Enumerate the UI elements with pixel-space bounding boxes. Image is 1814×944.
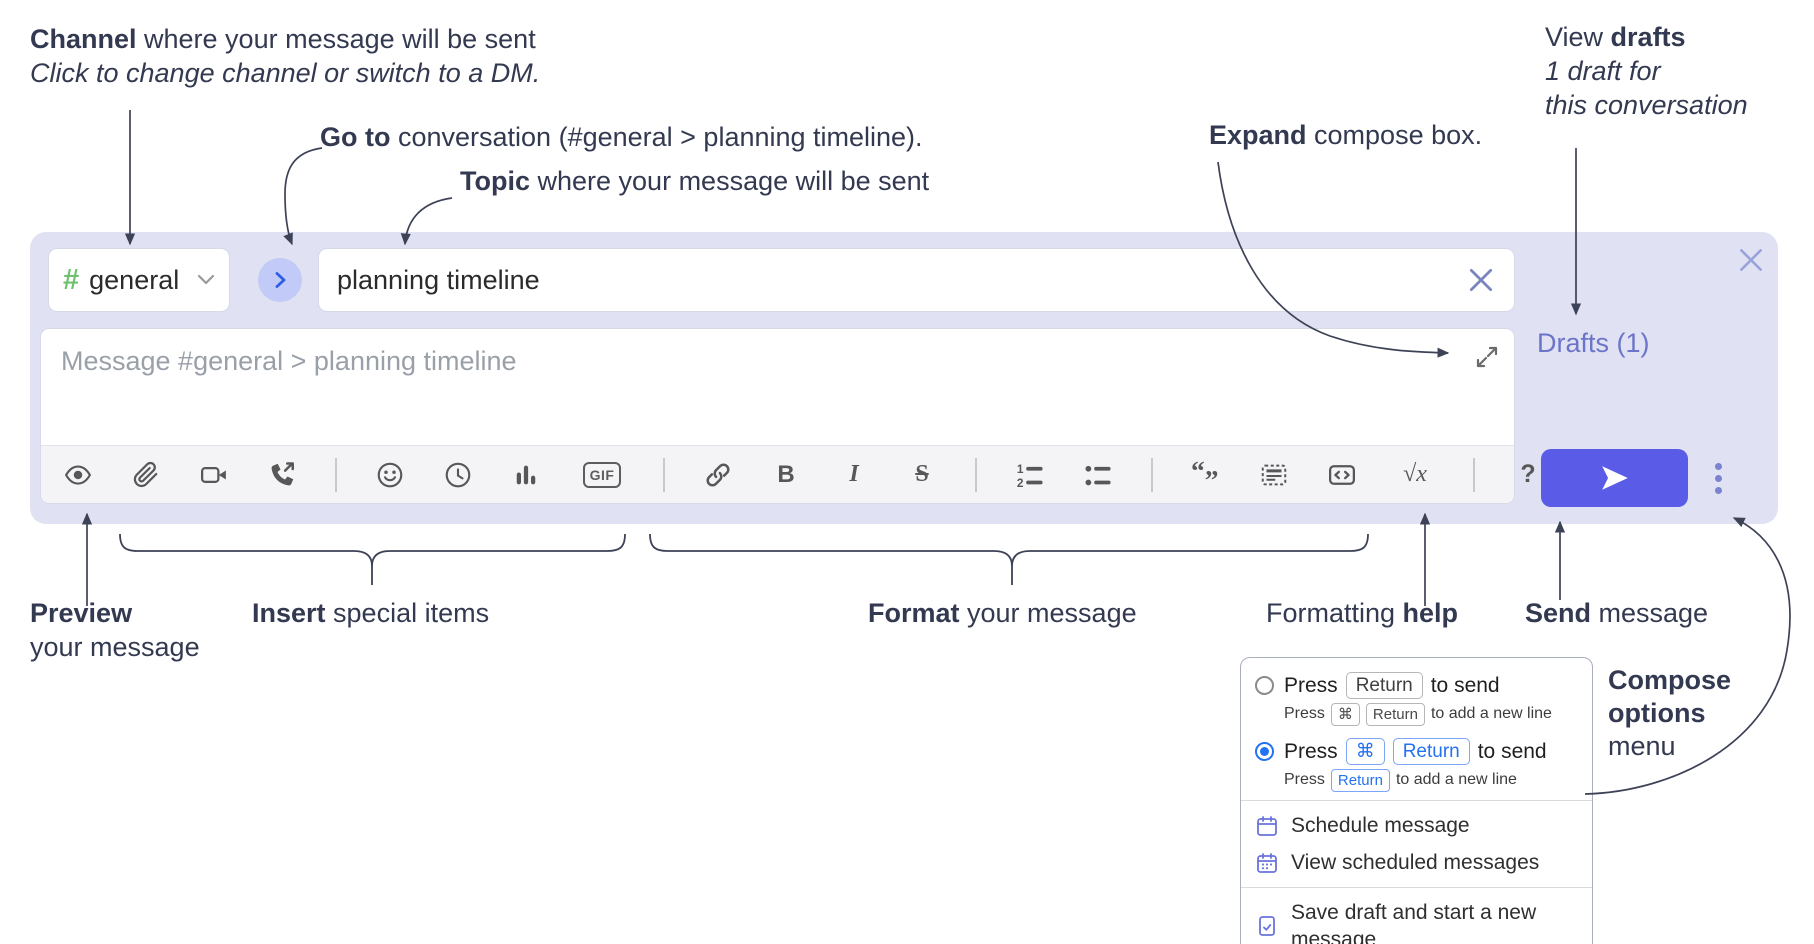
return-key-chip: Return [1392,738,1470,765]
chevron-down-icon [197,274,215,285]
annotation-compose-options: Compose options menu [1608,665,1732,761]
annotation-topic: Topic where your message will be sent [460,166,930,196]
menu-divider [1241,887,1592,888]
toolbar-divider [975,457,977,492]
compose-options-button[interactable] [1698,449,1738,507]
time-icon[interactable] [443,460,473,490]
menu-item-schedule-message[interactable]: Schedule message [1241,807,1592,844]
ellipsis-dot [1714,486,1722,494]
attach-paperclip-icon[interactable] [131,460,161,490]
draft-document-icon [1255,914,1279,938]
channel-selector[interactable]: # general [48,248,230,312]
italic-icon[interactable]: I [849,461,859,487]
link-icon[interactable] [703,460,733,490]
annotation-drafts: View drafts 1 draft for this conversatio… [1545,22,1748,120]
code-icon[interactable] [1327,460,1357,490]
arrow-goto [283,147,323,246]
spoiler-icon[interactable] [1259,460,1289,490]
channel-name: general [89,264,180,295]
gif-icon[interactable]: GIF [579,460,625,490]
annotation-channel-text: where your message will be sent [136,24,536,54]
annotation-goto: Go to conversation (#general > planning … [320,122,923,152]
toolbar-divider [663,457,665,492]
strikethrough-icon[interactable]: S [915,461,929,487]
calendar-icon [1255,814,1279,838]
send-button[interactable] [1541,449,1688,507]
channel-hash-icon: # [63,263,80,296]
quote-icon[interactable]: “” [1191,460,1221,490]
return-key-chip: Return [1330,768,1390,792]
send-shortcut-option-1[interactable]: Press Return to send Press ⌘ Return to a… [1241,672,1592,726]
menu-item-view-scheduled[interactable]: View scheduled messages [1241,844,1592,881]
cmd-key-chip: ⌘ [1345,738,1385,765]
ellipsis-dot [1714,462,1722,470]
formatting-help-icon[interactable]: ? [1520,460,1536,488]
svg-text:2: 2 [1017,475,1024,489]
svg-text:”: ” [1205,463,1219,489]
preview-eye-icon[interactable] [63,460,93,490]
drafts-link[interactable]: Drafts (1) [1537,328,1650,358]
send-shortcut-option-2[interactable]: Press ⌘ Return to send Press Return to a… [1241,738,1592,792]
return-key-chip: Return [1345,672,1423,699]
cmd-key-chip: ⌘ [1330,702,1360,726]
toolbar-divider [1473,457,1475,492]
annotation-send: Send message [1525,598,1709,628]
topic-input[interactable]: planning timeline [318,248,1515,312]
math-icon[interactable]: √x [1403,461,1427,487]
clear-topic-icon[interactable] [1466,265,1496,295]
topic-value: planning timeline [337,264,540,295]
annotation-channel: Channel where your message will be sent … [30,22,540,90]
close-compose-icon[interactable] [1736,245,1766,275]
annotation-preview: Preview your message [30,598,200,662]
poll-icon[interactable] [511,460,541,490]
chevron-right-icon [275,272,286,288]
audio-call-icon[interactable] [267,460,297,490]
annotation-channel-bold: Channel [30,24,137,54]
bulleted-list-icon[interactable] [1083,460,1113,490]
annotation-formatting-help: Formatting help [1266,598,1459,628]
bold-icon[interactable]: B [777,460,795,488]
video-call-icon[interactable] [199,460,229,490]
compose-box: # general planning timeline Message #gen… [30,232,1778,524]
menu-divider [1241,800,1592,801]
menu-item-save-draft[interactable]: Save draft and start a new message [1241,894,1592,944]
expand-compose-icon[interactable] [1474,344,1500,370]
annotation-insert: Insert special items [252,598,490,628]
emoji-icon[interactable] [375,460,405,490]
brace-format [649,533,1369,585]
compose-options-popup: Press Return to send Press ⌘ Return to a… [1240,657,1593,944]
send-icon [1601,466,1628,490]
go-to-conversation-button[interactable] [258,258,302,302]
return-key-chip: Return [1365,702,1425,726]
radio-selected[interactable] [1255,742,1274,761]
annotation-expand: Expand compose box. [1209,120,1483,150]
radio-unselected[interactable] [1255,676,1274,695]
annotation-channel-italic: Click to change channel or switch to a D… [30,58,541,88]
svg-text:1: 1 [1017,462,1024,476]
calendar-grid-icon [1255,851,1279,875]
message-placeholder: Message #general > planning timeline [61,346,517,376]
brace-insert [119,533,626,585]
toolbar-divider [335,457,337,492]
ellipsis-dot [1714,474,1722,482]
svg-text:“: “ [1191,460,1205,486]
message-area[interactable]: Message #general > planning timeline [40,328,1536,504]
toolbar-divider [1151,457,1153,492]
annotation-format: Format your message [868,598,1137,628]
